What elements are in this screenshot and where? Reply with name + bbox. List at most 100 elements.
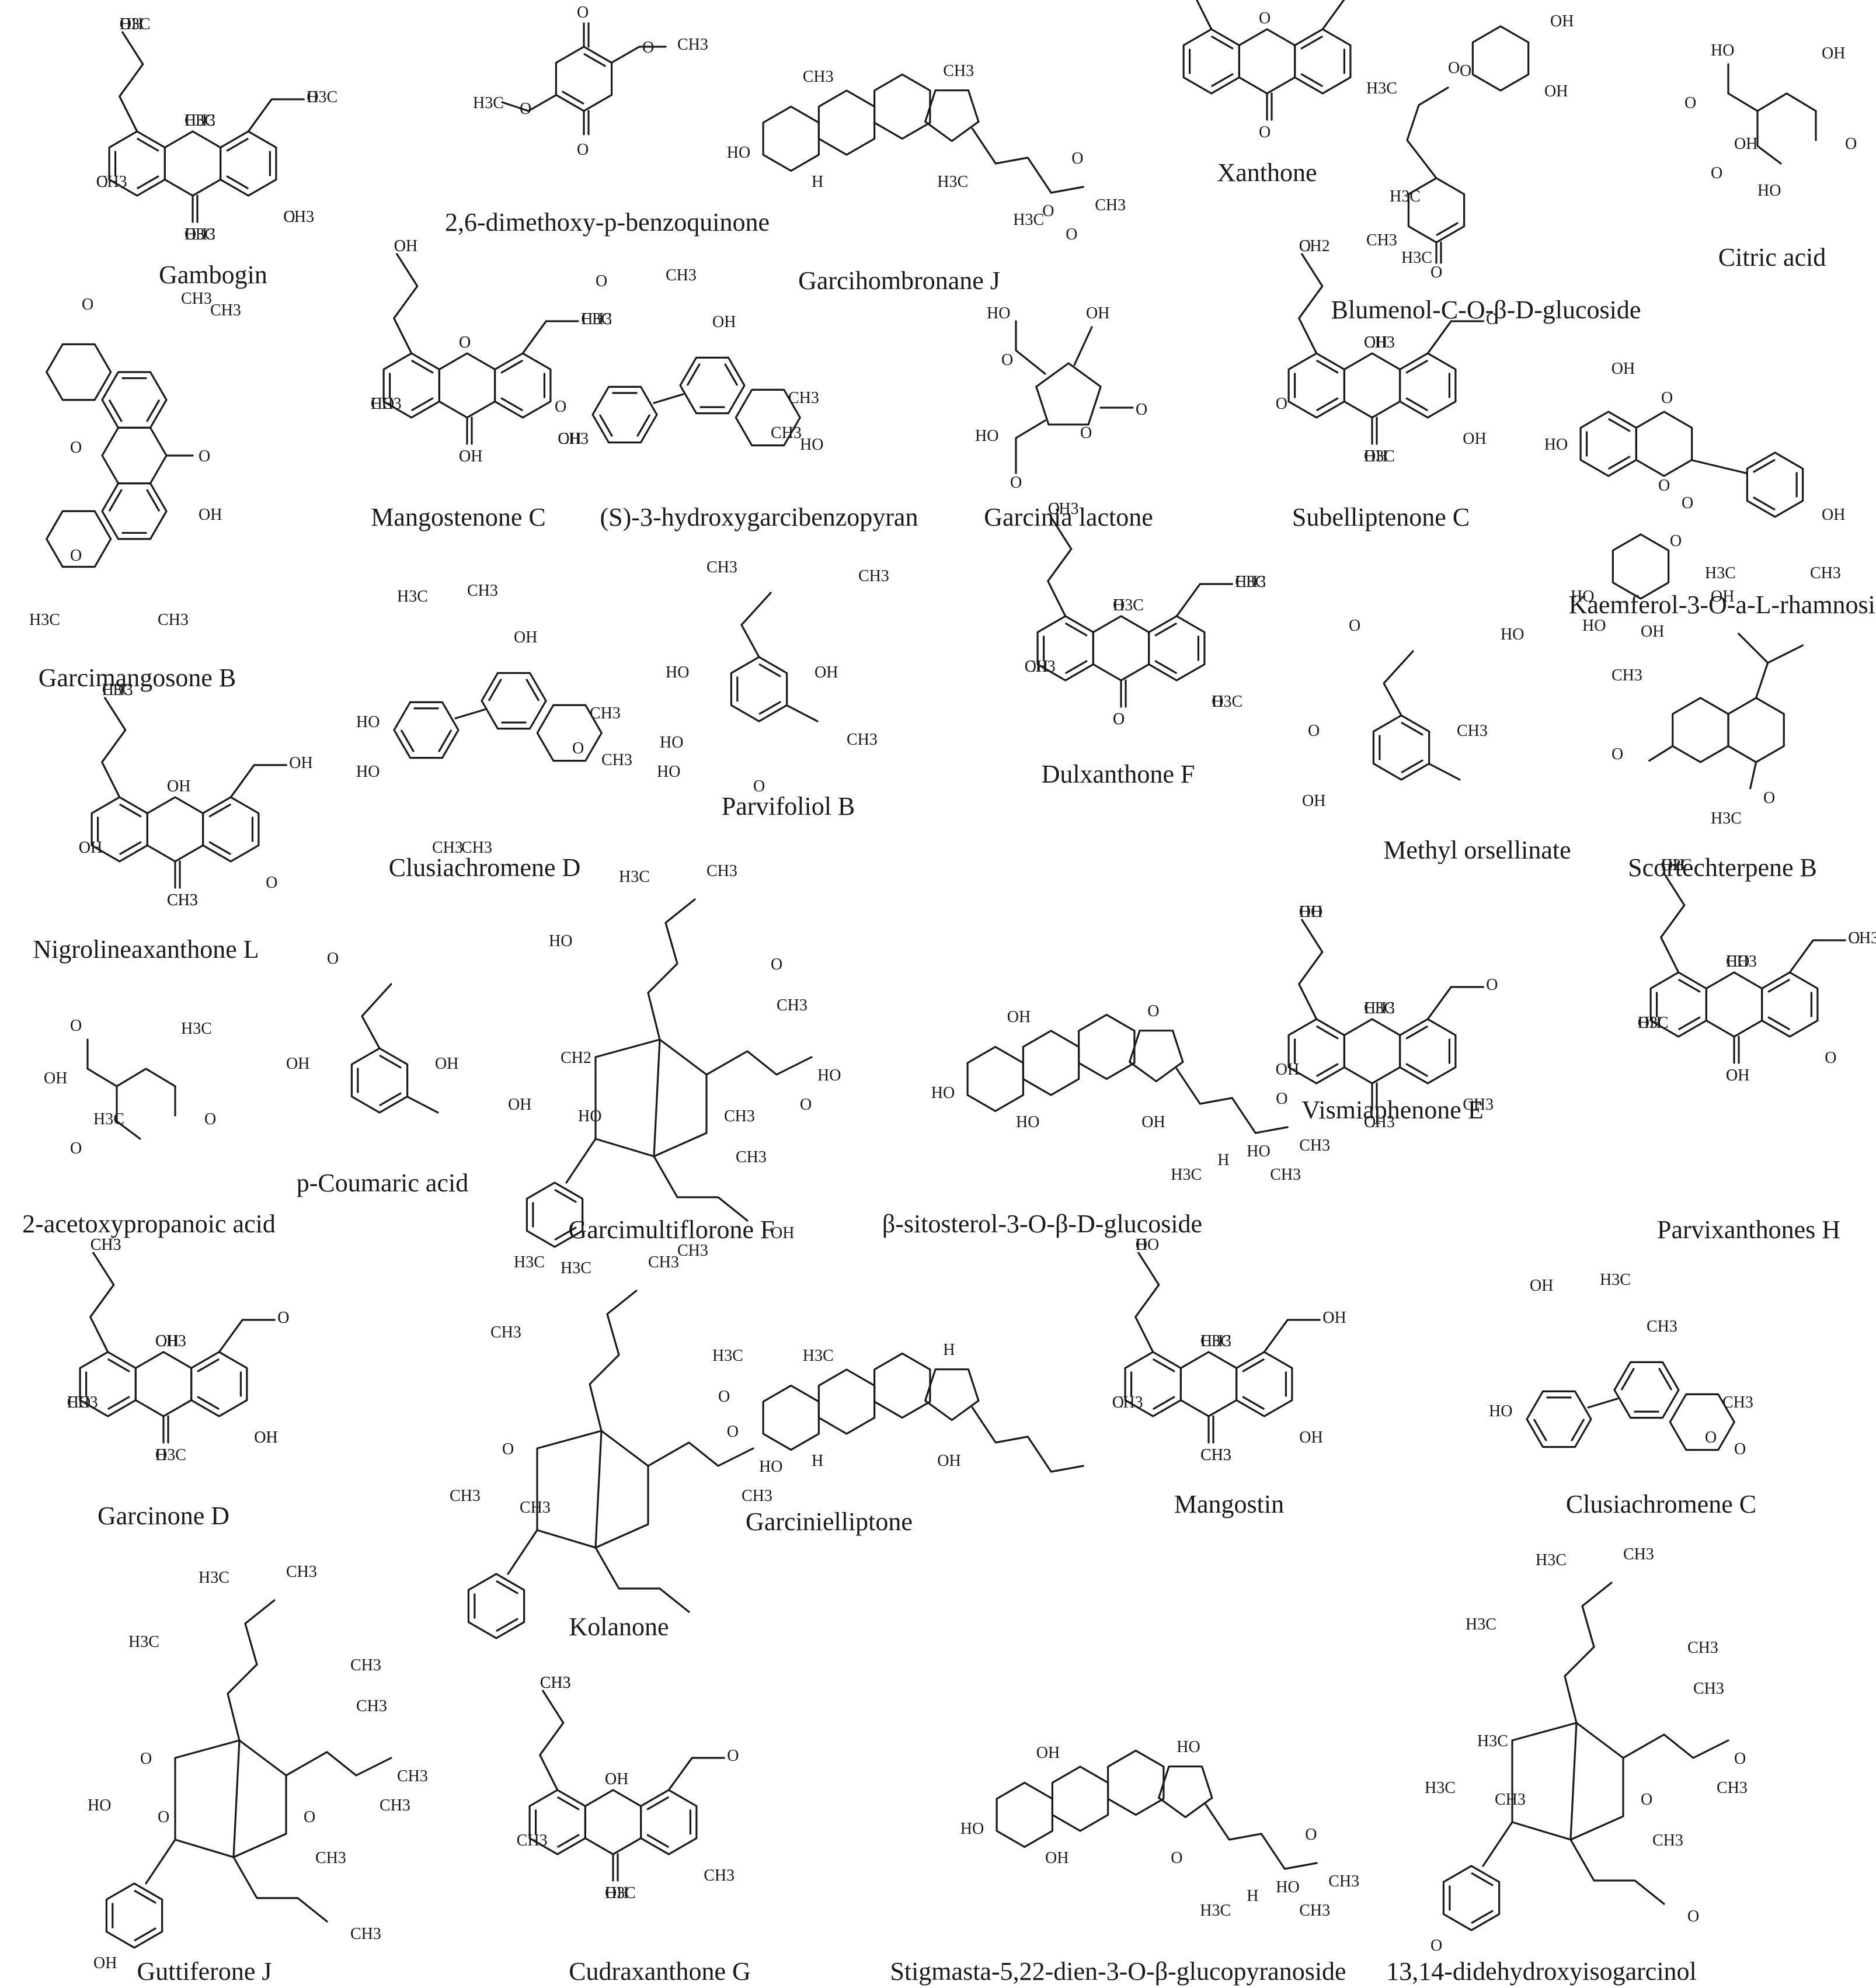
- atom-label: CH3: [666, 266, 697, 284]
- chain-bond: [539, 1690, 565, 1791]
- atom-label: CH3: [67, 1393, 98, 1412]
- chain-bond: [393, 253, 419, 354]
- atom-label: O: [1113, 710, 1125, 728]
- ring-bond: [1727, 697, 1785, 763]
- atom-label: H3C: [185, 112, 215, 130]
- double-bond: [1471, 1872, 1494, 1886]
- ring-bond: [1343, 352, 1401, 419]
- chain-bond: [1015, 320, 1046, 375]
- chain-bond: [232, 1856, 328, 1923]
- chain-bond: [229, 764, 287, 798]
- atom-label: O: [283, 208, 295, 226]
- atom-label: CH3: [461, 839, 492, 857]
- ring-bond: [494, 352, 552, 419]
- atom-label: OH: [289, 754, 312, 772]
- chain-bond: [667, 1757, 725, 1791]
- atom-label: O: [1658, 477, 1670, 495]
- ring-bond: [730, 656, 788, 722]
- bond: [454, 708, 486, 720]
- compound-structure: HOOHOHHOOHOOCH3HCH3H3CStigmasta-5,22-die…: [890, 1738, 1359, 1986]
- ring-bond: [46, 510, 112, 568]
- atom-label: O: [1147, 1002, 1159, 1020]
- double-bond: [488, 679, 502, 701]
- double-bond: [1315, 1025, 1339, 1040]
- compound-name: Clusiachromene D: [389, 853, 581, 882]
- atom-label: CH3: [158, 611, 189, 629]
- atom-label: HO: [1276, 1878, 1299, 1896]
- atom-label: H3C: [102, 681, 133, 699]
- atom-label: H3C: [397, 588, 428, 606]
- atom-label: CH3: [1810, 564, 1841, 582]
- ring-bond: [46, 343, 112, 401]
- atom-label: H3C: [473, 94, 504, 112]
- ring-bond: [873, 73, 931, 140]
- atom-label: CH3: [1299, 1902, 1330, 1920]
- atom-label: O: [1734, 1750, 1746, 1768]
- ring-bond: [735, 388, 801, 447]
- compound-name: Garcihombronane J: [798, 266, 1000, 295]
- atom-label: H3C: [1477, 1732, 1508, 1750]
- atom-label: OH: [459, 447, 482, 465]
- chain-bond: [86, 1068, 176, 1087]
- double-bond: [500, 359, 524, 374]
- atom-label: O: [1431, 1937, 1442, 1955]
- ring-bond: [1635, 411, 1693, 477]
- atom-label: CH3: [467, 582, 498, 600]
- ring-bond: [536, 1430, 649, 1549]
- atom-label: H3C: [181, 1020, 212, 1038]
- atom-label: CH3: [1463, 1096, 1494, 1114]
- atom-label: CH3: [397, 1767, 428, 1785]
- atom-label: O: [1276, 395, 1287, 413]
- atom-label: O: [204, 1110, 216, 1128]
- atom-label: O: [459, 447, 471, 465]
- ring-bond: [350, 1047, 409, 1114]
- atom-label: O: [1612, 745, 1623, 763]
- double-bond: [758, 663, 781, 677]
- double-bond: [1767, 1016, 1791, 1031]
- double-bond: [379, 1054, 402, 1069]
- ring-bond: [924, 1368, 980, 1422]
- chain-bond: [1426, 320, 1484, 354]
- atom-label: OH: [605, 1770, 628, 1788]
- atom-label: O: [727, 1423, 739, 1441]
- double-bond: [1315, 1063, 1339, 1078]
- atom-label: CH3: [1200, 1446, 1231, 1464]
- atom-label: H: [812, 1452, 823, 1470]
- atom-label: HO: [1489, 1402, 1512, 1420]
- compound-name: Kolanone: [569, 1612, 669, 1641]
- atom-label: OH: [771, 1224, 794, 1242]
- compound-name: Xanthone: [1217, 158, 1317, 187]
- atom-label: CH3: [704, 1867, 735, 1885]
- ring-bond: [873, 1352, 931, 1419]
- compound-name: Scortechterpene B: [1628, 853, 1817, 882]
- ring-bond: [1471, 25, 1530, 92]
- atom-label: O: [1212, 693, 1223, 711]
- ring-bond: [481, 672, 547, 730]
- atom-label: HO: [1136, 1236, 1159, 1254]
- bond: [507, 1529, 538, 1575]
- atom-label: O: [394, 237, 406, 255]
- atom-label: O: [459, 333, 471, 352]
- ring-bond: [1526, 1390, 1592, 1448]
- ring-bond: [1158, 1765, 1213, 1819]
- double-bond: [134, 1889, 156, 1904]
- chain-bond: [1738, 632, 1769, 699]
- atom-label: O: [577, 4, 589, 22]
- atom-label: H3C: [185, 225, 215, 244]
- double-bond: [1405, 359, 1429, 374]
- atom-label: CH3: [1612, 666, 1642, 684]
- atom-label: OH: [1711, 588, 1734, 606]
- atom-label: HO: [578, 1107, 601, 1125]
- atom-label: CH3: [943, 62, 974, 80]
- double-bond: [134, 1927, 156, 1942]
- atom-label: CH3: [1270, 1166, 1301, 1184]
- atom-label: H3C: [1366, 79, 1397, 98]
- double-bond: [1753, 496, 1776, 511]
- atom-label: CH2: [561, 1049, 591, 1067]
- double-bond: [724, 363, 739, 386]
- double-bond: [1767, 978, 1791, 993]
